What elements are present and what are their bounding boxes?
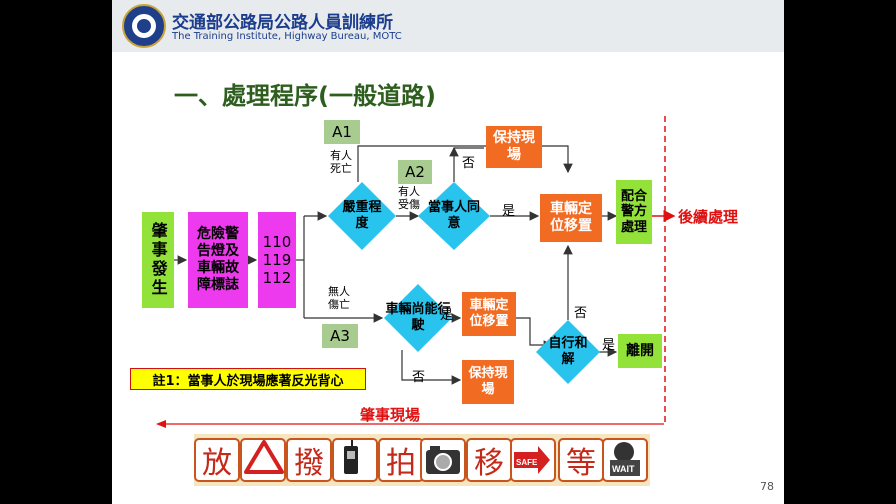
camera-icon: [426, 446, 460, 474]
agree-label: 當事人同意: [427, 200, 480, 231]
step-char-fang: 放: [194, 438, 240, 482]
call-119: 119: [262, 251, 292, 269]
step-accident-occurs: 肇事發生: [142, 212, 174, 308]
slide-title: 一、處理程序(一般道路): [174, 82, 436, 110]
step-move-vehicle-lower: 車輛定位移置: [462, 292, 516, 336]
step-leave: 離開: [618, 334, 662, 368]
svg-text:WAIT: WAIT: [612, 464, 635, 474]
settle-label: 自行和解: [548, 336, 588, 367]
warning-triangle-icon-layer: [244, 440, 284, 474]
diamond-movable: [384, 284, 452, 352]
label-a2: A2: [398, 160, 432, 184]
severity-label: 嚴重程度: [342, 200, 382, 231]
call-110: 110: [262, 233, 292, 251]
label-settle-yes: 是: [602, 338, 616, 353]
step-hazard-lights: 危險警告燈及車輛故障標誌: [188, 212, 248, 308]
label-settle-no: 否: [574, 306, 588, 321]
label-injured: 有人受傷: [398, 185, 420, 211]
mobile-phone-icon: [344, 440, 358, 474]
step-icon-warning: [240, 438, 286, 482]
arrow-movable-no: [401, 350, 462, 385]
diamond-settle: [536, 320, 600, 384]
svg-text:SAFE: SAFE: [516, 458, 538, 467]
followup-label: 後續處理: [678, 208, 739, 226]
header-bar: 交通部公路局公路人員訓練所 The Training Institute, Hi…: [112, 0, 784, 52]
call-112: 112: [262, 269, 292, 287]
slide: 交通部公路局公路人員訓練所 The Training Institute, Hi…: [112, 0, 784, 504]
safe-arrow-icon: SAFE: [514, 446, 550, 474]
wait-icon-layer: WAIT: [610, 442, 640, 476]
mobile-phone-icon-layer: [344, 440, 358, 474]
safe-arrow-icon-layer: SAFE: [514, 446, 550, 474]
page-number: 78: [760, 480, 774, 493]
arrow-to-settle: [516, 317, 554, 350]
step-keep-scene-upper: 保持現場: [486, 126, 542, 168]
note-reflective-vest: 註1：當事人於現場應著反光背心: [130, 368, 366, 390]
label-a3: A3: [322, 324, 358, 348]
step-police-handle: 配合警方處理: [616, 180, 652, 244]
label-movable-yes: 是: [440, 308, 454, 323]
accident-scene-label: 肇事現場: [360, 406, 421, 424]
diamond-severity: [328, 182, 396, 250]
diamond-agree: [418, 182, 490, 250]
step-char-bo: 撥: [286, 438, 332, 482]
org-name-zh: 交通部公路局公路人員訓練所: [172, 13, 393, 33]
step-keep-scene-lower: 保持現場: [462, 360, 514, 404]
camera-icon-layer: [426, 446, 460, 474]
step-move-vehicle-right: 車輛定位移置: [540, 194, 602, 242]
wait-icon: WAIT: [610, 442, 640, 476]
flowchart-connectors: [156, 116, 676, 428]
step-call-numbers: 110 119 112: [258, 212, 296, 308]
label-no-injury: 無人傷亡: [328, 285, 350, 311]
label-agree-yes: 是: [502, 204, 516, 219]
movable-label: 車輛尚能行駛: [385, 302, 451, 333]
label-movable-no: 否: [412, 370, 426, 385]
label-a1: A1: [324, 120, 360, 144]
institute-logo: [122, 4, 166, 48]
scene-span-arrowhead-left: [156, 420, 166, 428]
org-name-en: The Training Institute, Highway Bureau, …: [172, 31, 402, 42]
step-char-yi: 移: [466, 438, 512, 482]
label-agree-no: 否: [462, 156, 476, 171]
arrow-death-to-keep: [357, 145, 573, 182]
label-death: 有人死亡: [330, 149, 352, 175]
warning-triangle-icon: [244, 440, 284, 474]
